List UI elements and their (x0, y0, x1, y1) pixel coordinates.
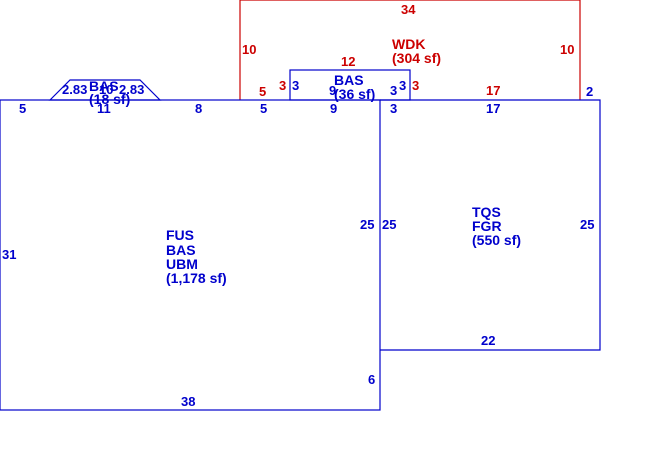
main-dim-top-left: 5 (19, 101, 26, 116)
small-room-dim-right: 3 (390, 83, 397, 98)
garage-code-1: TQS (472, 204, 501, 220)
bay-code: BAS (89, 78, 119, 94)
wood-deck-dim-inner-top: 12 (341, 54, 355, 69)
main-area-code-3: UBM (166, 256, 198, 272)
wood-deck-dim-right-edge: 2 (586, 84, 593, 99)
wood-deck-dim-step-right: 3 (412, 78, 419, 93)
garage-dim-right: 25 (580, 217, 594, 232)
small-room-size: (36 sf) (334, 86, 375, 102)
wood-deck-dim-left: 10 (242, 42, 256, 57)
main-dim-top-d: 9 (330, 101, 337, 116)
small-room-dim-right-edge: 3 (399, 78, 406, 93)
wood-deck-dim-seg-left: 5 (259, 84, 266, 99)
wood-deck (239, 0, 581, 100)
bay-dim-top: 10 (99, 82, 113, 97)
garage-dim-top: 17 (486, 101, 500, 116)
main-area-code-2: BAS (166, 242, 196, 258)
main-dim-bottom: 38 (181, 394, 195, 409)
main-dim-top-a: 11 (97, 101, 111, 116)
wood-deck-size: (304 sf) (392, 50, 441, 66)
wood-deck-dim-step-left: 3 (279, 78, 286, 93)
main-area-code-1: FUS (166, 227, 194, 243)
bay-dim-right: 2.83 (119, 82, 144, 97)
garage-dim-bottom: 22 (481, 333, 495, 348)
main-dim-top-b: 8 (195, 101, 202, 116)
garage-dim-left: 25 (382, 217, 396, 232)
garage-size: (550 sf) (472, 232, 521, 248)
main-area-size: (1,178 sf) (166, 270, 227, 286)
bay-dim-left: 2.83 (62, 82, 87, 97)
wood-deck-dim-seg-right: 17 (486, 83, 500, 98)
main-dim-top-c: 5 (260, 101, 267, 116)
small-room-outline (289, 69, 411, 101)
small-room-dim-inner: 9 (329, 83, 336, 98)
garage-code-2: FGR (472, 218, 502, 234)
bay-size: (18 sf) (89, 91, 130, 107)
main-dim-left: 31 (2, 247, 16, 262)
main-dim-right-lower: 6 (368, 372, 375, 387)
wood-deck-code: WDK (392, 36, 425, 52)
main-area (0, 99, 381, 411)
small-room-dim-left: 3 (292, 78, 299, 93)
main-dim-right-upper: 25 (360, 217, 374, 232)
wood-deck-dim-right: 10 (560, 42, 574, 57)
garage-outline (380, 99, 601, 351)
main-area-outline (0, 99, 381, 411)
small-room-code: BAS (334, 72, 364, 88)
wood-deck-dim-top: 34 (401, 2, 416, 17)
bay-outline (48, 79, 162, 101)
garage (380, 99, 601, 351)
garage-dim-top-left: 3 (390, 101, 397, 116)
